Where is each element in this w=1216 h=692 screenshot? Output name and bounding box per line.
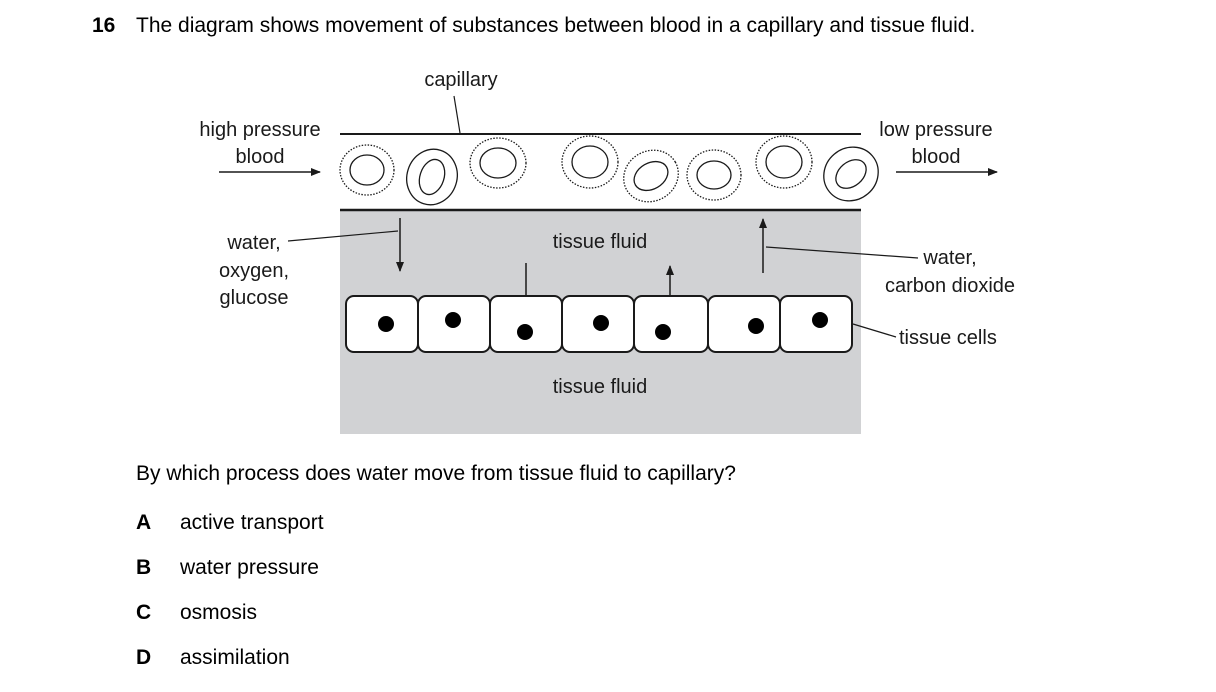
cell-nucleus [378, 316, 394, 332]
option-letter: B [136, 556, 152, 579]
option-text: osmosis [180, 601, 258, 624]
tissue-cells [345, 295, 853, 353]
out-substances-line1: water, [922, 247, 976, 269]
out-substances-line2: carbon dioxide [885, 275, 1015, 297]
question-prompt: By which process does water move from ti… [136, 462, 736, 485]
red-blood-cell [561, 135, 619, 189]
tissue-cells-label: tissue cells [899, 327, 997, 349]
cell-nucleus [445, 312, 461, 328]
question-header: 16 The diagram shows movement of substanc… [92, 12, 975, 40]
red-blood-cell [823, 146, 879, 202]
option-letter: C [136, 601, 152, 624]
high-pressure-label-line2: blood [236, 146, 285, 168]
option-text: water pressure [180, 556, 319, 579]
in-substances-line3: glucose [220, 287, 289, 309]
capillary-label: capillary [424, 69, 497, 91]
option-text: assimilation [180, 646, 290, 669]
question-number: 16 [92, 14, 116, 37]
cell-nucleus [748, 318, 764, 334]
red-blood-cell [339, 144, 395, 196]
tissue-fluid-upper-label: tissue fluid [553, 231, 648, 253]
cell-nucleus [655, 324, 671, 340]
in-substances-leader-line [287, 230, 399, 242]
high-pressure-label-line1: high pressure [199, 119, 320, 141]
question-text: The diagram shows movement of substances… [136, 14, 976, 37]
option-text: active transport [180, 511, 324, 534]
cell-nucleus [517, 324, 533, 340]
cell-nucleus [812, 312, 828, 328]
low-pressure-label-line2: blood [912, 146, 961, 168]
red-blood-cell [755, 135, 813, 189]
red-blood-cell [686, 149, 742, 201]
option-letter: A [136, 511, 152, 534]
tissue-cells-leader-line [852, 323, 897, 338]
low-pressure-label-line1: low pressure [879, 119, 992, 141]
red-blood-cell [623, 149, 679, 203]
in-substances-line1: water, [226, 232, 280, 254]
red-blood-cell [406, 148, 458, 206]
tissue-cell [489, 295, 563, 353]
out-substances-leader-line [765, 246, 919, 259]
capillary-leader-line [453, 95, 461, 134]
in-substances-line2: oxygen, [219, 260, 289, 282]
red-blood-cells [339, 135, 879, 206]
tissue-fluid-lower-label: tissue fluid [553, 376, 648, 398]
option-letter: D [136, 646, 152, 669]
tissue-cell [707, 295, 781, 353]
cell-nucleus [593, 315, 609, 331]
red-blood-cell [469, 137, 527, 189]
tissue-cell [633, 295, 709, 353]
cell-nuclei [378, 312, 828, 340]
